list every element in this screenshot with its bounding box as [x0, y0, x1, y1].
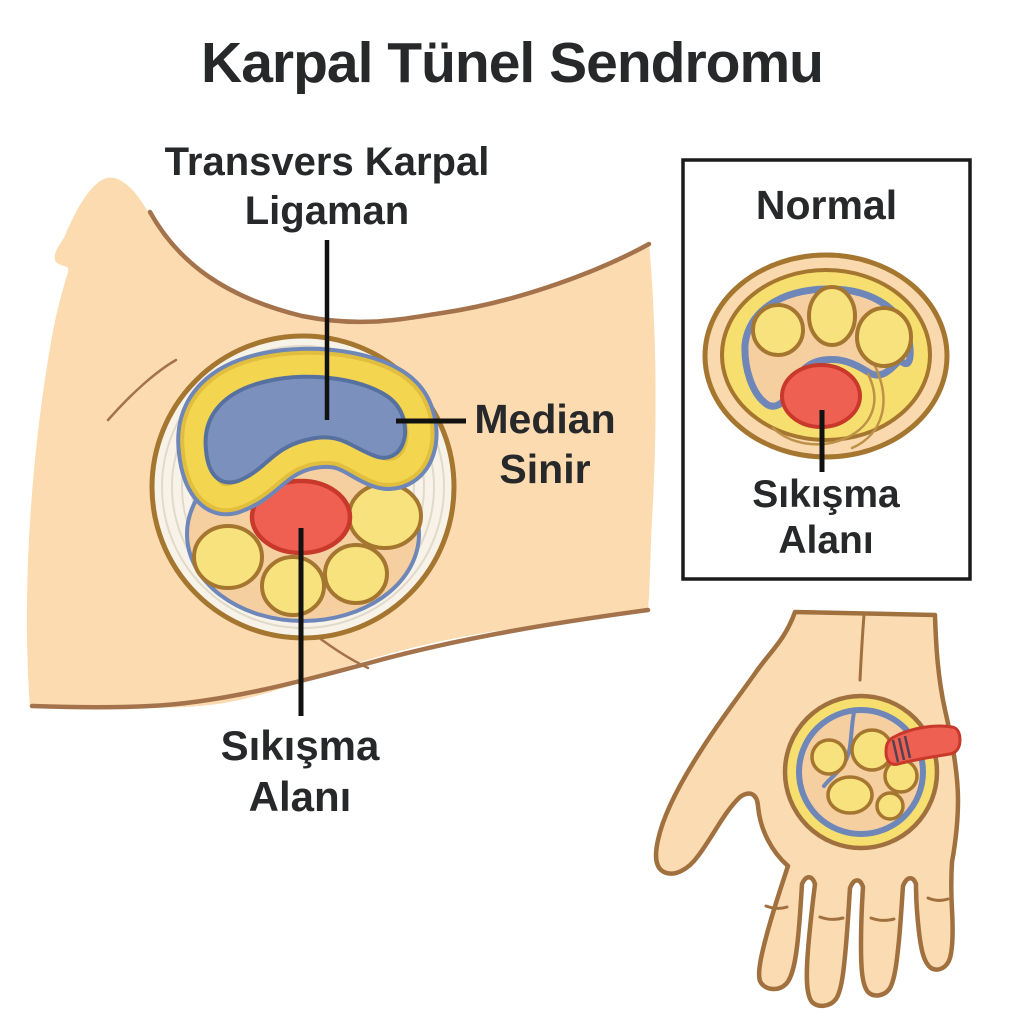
label-compression-area-inset-line2: Alanı: [778, 519, 874, 563]
label-median-nerve: Median Sinir: [455, 394, 635, 494]
label-inset-normal: Normal: [755, 182, 898, 228]
label-pointer-lines: [298, 240, 825, 716]
normal-inset-group: [681, 158, 972, 581]
median-nerve-bean: [203, 374, 408, 485]
label-median-nerve-line1: Median: [474, 396, 616, 442]
label-compression-area-inset-line1: Sıkışma: [752, 473, 900, 516]
finger-creases: [764, 896, 950, 922]
hand-group: [653, 609, 962, 1009]
palm-tendon-4: [826, 775, 874, 815]
inset-tendon-right: [855, 306, 913, 368]
palm-tendon-1: [810, 738, 848, 776]
palm-tendon-5: [875, 791, 905, 821]
inset-sling-line-1: [771, 372, 876, 446]
wrist-crease-line: [858, 613, 866, 682]
palm-median-nerve-red-band: [884, 724, 962, 766]
label-transverse-carpal-ligament-line2: Ligaman: [244, 188, 410, 233]
transverse-ligament-band: [176, 346, 439, 517]
forearm-bottom-contour: [29, 607, 651, 710]
label-compression-area-inset: Sıkışma Alanı: [712, 472, 940, 564]
tendon-circle-bottom-right: [323, 543, 389, 605]
tendon-circle-right: [347, 482, 423, 550]
inset-tendon-middle: [807, 285, 857, 347]
label-compression-area-main: Sıkışma Alanı: [180, 720, 420, 822]
page-title: Karpal Tünel Sendromu: [201, 31, 824, 95]
inset-sling-line-2: [850, 362, 885, 450]
label-compression-area-main-line1: Sıkışma: [220, 722, 380, 769]
forearm-wrinkle-upper: [106, 358, 178, 422]
tendon-circle-bottom: [260, 555, 326, 617]
label-compression-area-main-line2: Alanı: [248, 773, 352, 821]
palm-nerve-band-hatching: [891, 735, 912, 763]
palm-tendon-3: [883, 758, 919, 794]
label-transverse-carpal-ligament-line1: Transvers Karpal: [164, 140, 490, 184]
label-transverse-carpal-ligament: Transvers Karpal Ligaman: [127, 138, 527, 236]
inset-tendon-left: [751, 303, 805, 357]
forearm-top-contour: [147, 209, 652, 325]
label-median-nerve-line2: Sinir: [499, 446, 591, 493]
tendon-circle-left: [192, 524, 264, 590]
